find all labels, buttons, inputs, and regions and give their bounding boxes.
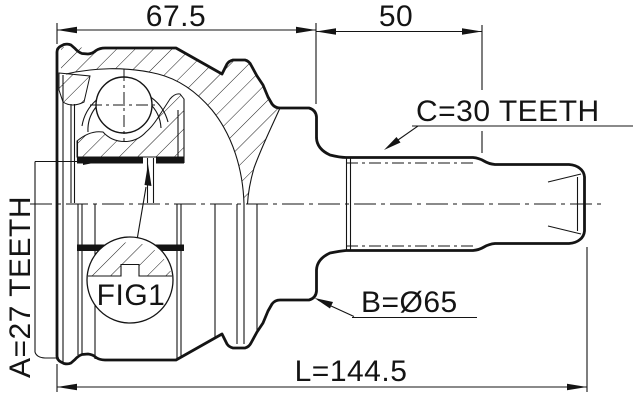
- dim-bell-width-text: 67.5: [146, 0, 206, 33]
- fig1-leader-arrow: [144, 164, 152, 186]
- cavity-back-curve: [246, 107, 281, 205]
- fig1-leader-line: [136, 186, 147, 241]
- dimension-spline-width: 50: [316, 0, 483, 153]
- dim-total-length-text: L=144.5: [295, 355, 408, 388]
- bell-wall-hatch: [61, 47, 280, 204]
- inner-race: [76, 93, 185, 158]
- callout-diameter-b: B=Ø65: [314, 286, 477, 319]
- ball-track-curve: [65, 68, 245, 205]
- spline-a-text: A=27 TEETH: [4, 196, 37, 378]
- bell-housing-section: [58, 47, 281, 363]
- fig1-tooth-profile: [88, 263, 172, 277]
- callout-spline-c: C=30 TEETH: [384, 95, 633, 150]
- dimension-total-length: L=144.5: [56, 247, 588, 392]
- callout-spline-a: A=27 TEETH: [4, 158, 101, 378]
- fig1-label: FIG1: [97, 279, 166, 312]
- dimension-bell-width: 67.5: [56, 0, 317, 104]
- dim-spline-width-text: 50: [379, 0, 413, 33]
- spline-chamfer-lines: [345, 158, 352, 250]
- diameter-b-text: B=Ø65: [361, 286, 458, 319]
- shaft: [345, 158, 582, 250]
- fig1-tooth-hatch: [88, 242, 172, 276]
- spline-c-text: C=30 TEETH: [416, 95, 600, 128]
- fig1-detail: FIG1: [86, 164, 174, 324]
- stub-thread-lines: [547, 173, 582, 235]
- dimensions: 67.5 50 C=30 TEETH B=Ø65 A=27 TEETH: [4, 0, 633, 392]
- rim-lip: [58, 72, 91, 106]
- bell-lower-feature-lines: [62, 75, 258, 363]
- part-outline: [55, 42, 586, 366]
